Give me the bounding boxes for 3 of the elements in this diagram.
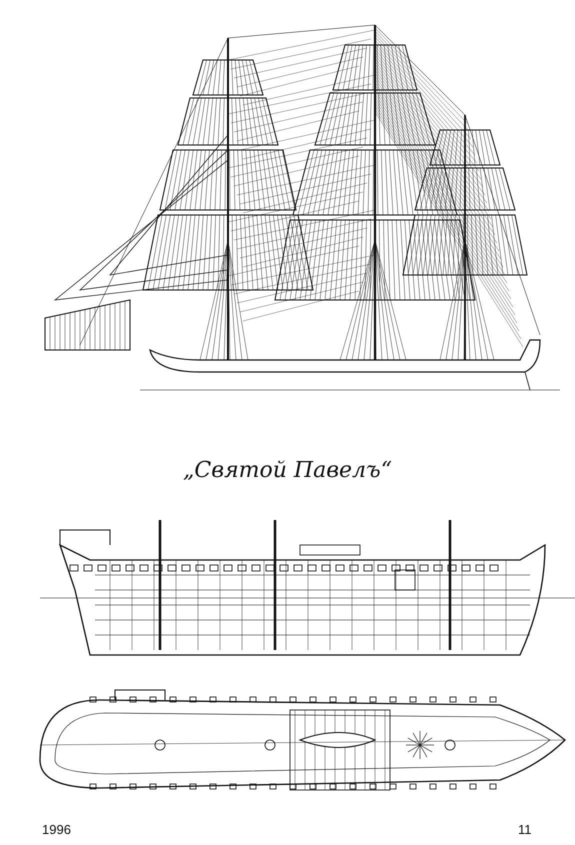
year-label: 1996 (42, 822, 71, 837)
page-number: 11 (518, 822, 532, 837)
ship-name-title: „Святой Павелъ“ (182, 458, 393, 483)
